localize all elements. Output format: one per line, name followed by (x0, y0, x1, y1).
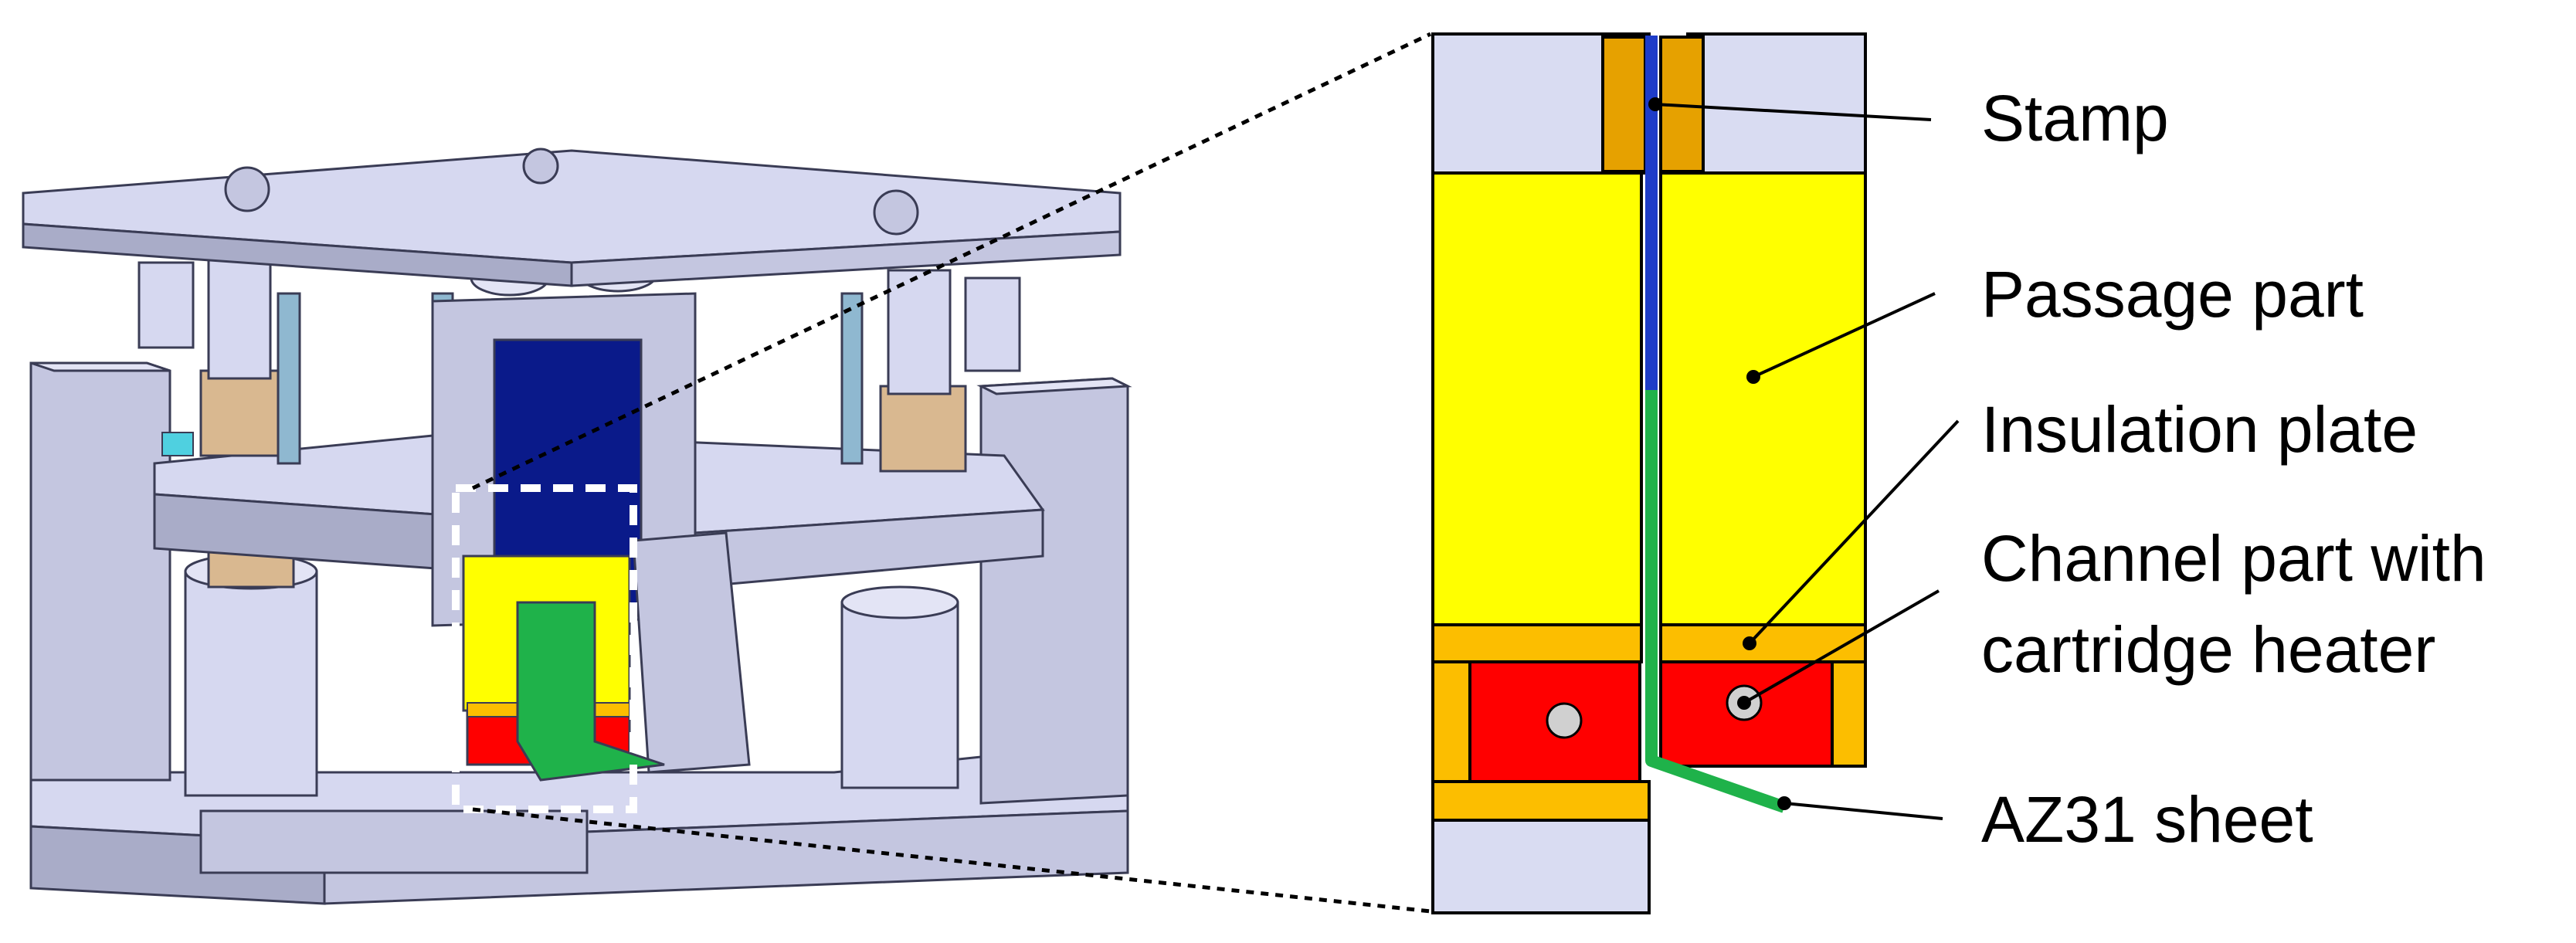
upper-left-pillar (207, 253, 272, 380)
right-guide-box-top (976, 377, 1132, 395)
leader-passage (1753, 292, 1936, 378)
right-guide-box (979, 377, 1129, 805)
channel-side-left (1431, 660, 1471, 783)
cartridge-heater-hole-left (1546, 702, 1583, 739)
leader-dot-insulation (1743, 636, 1756, 650)
die-az31-sheet-green (516, 601, 665, 782)
label-channel-part-line1: Channel part with (1981, 522, 2486, 595)
top-plate-bore-right (873, 189, 919, 236)
upper-left-small-pillar (137, 261, 195, 349)
leader-channel (1743, 589, 1940, 704)
label-stamp: Stamp (1981, 82, 2169, 154)
upper-right-bushing (879, 385, 967, 473)
leader-dot-passage (1746, 370, 1760, 384)
passage-part-right (1659, 171, 1867, 626)
die-set-3d-view (22, 148, 1132, 905)
callouts: Stamp Passage part Insulation plate Chan… (1648, 82, 2486, 856)
leader-dot-channel (1737, 696, 1751, 710)
section-top-right-plate (1686, 32, 1867, 175)
insulation-plate-left (1431, 623, 1643, 663)
zoom-line-top (471, 32, 1432, 490)
insulation-plate-right (1659, 623, 1867, 663)
detail-highlight-box (452, 484, 637, 813)
left-guide-box-top (30, 361, 171, 372)
cross-section-detail (1431, 32, 1867, 914)
left-guide-box (29, 361, 171, 782)
center-rod-right (840, 292, 864, 465)
upper-left-bushing (199, 369, 287, 457)
cyan-tab (161, 432, 194, 456)
upper-left-rod (277, 292, 301, 465)
upper-right-pillar (887, 269, 952, 395)
passage-part-left (1431, 171, 1643, 626)
label-passage-part: Passage part (1981, 258, 2364, 331)
upper-right-small-pillar (964, 276, 1021, 372)
stamp-left-half (1601, 36, 1647, 173)
label-az31-sheet: AZ31 sheet (1981, 783, 2313, 856)
lower-right-column-cap (840, 585, 959, 619)
top-plate-bore-left (224, 166, 270, 212)
leader-dot-sheet (1777, 796, 1791, 810)
channel-side-right (1831, 660, 1867, 768)
die-holder-side-plate (632, 531, 751, 774)
label-channel-part-line2: cartridge heater (1981, 613, 2435, 686)
leader-dot-stamp (1648, 97, 1662, 111)
section-bottom-left-plate (1431, 819, 1651, 914)
lower-left-column (184, 570, 318, 797)
leader-insulation (1748, 419, 1960, 645)
bottom-insulation-strip (1431, 780, 1651, 822)
leader-sheet (1784, 802, 1943, 820)
base-step-block (199, 809, 589, 874)
top-plate-bore-center (522, 148, 559, 185)
leader-stamp (1655, 103, 1932, 121)
label-insulation-plate: Insulation plate (1981, 393, 2418, 466)
lower-right-column (840, 601, 959, 789)
az31-sheet (1645, 390, 1787, 813)
